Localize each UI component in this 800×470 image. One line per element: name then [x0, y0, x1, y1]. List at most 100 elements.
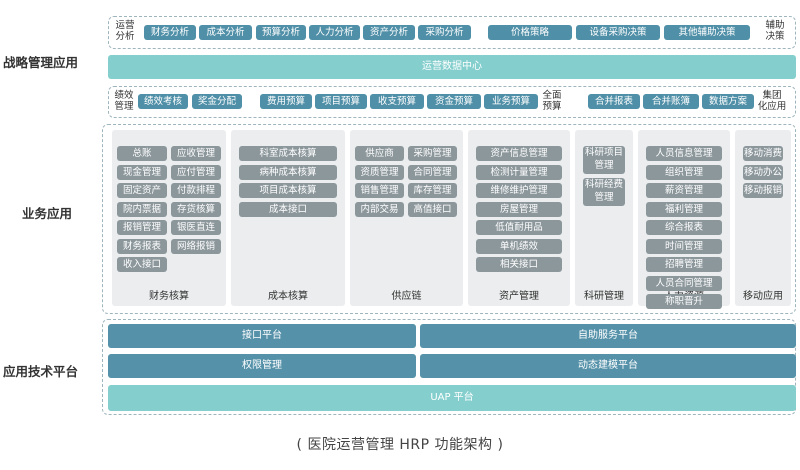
self-service-platform-bar[interactable]: 自助服务平台 — [420, 324, 796, 348]
analysis-tag[interactable]: 采购分析 — [418, 25, 471, 40]
module-tag[interactable]: 总账 — [117, 146, 167, 161]
uap-platform-bar[interactable]: UAP 平台 — [108, 385, 796, 411]
module-tag[interactable]: 招聘管理 — [646, 257, 722, 272]
module-tag[interactable]: 成本接口 — [239, 201, 337, 217]
row-label-business: 业务应用 — [22, 206, 73, 221]
module-tag[interactable]: 低值耐用品 — [476, 220, 562, 235]
performance-tag[interactable]: 绩效考核 — [138, 94, 188, 109]
dynamic-modeling-platform-label: 动态建模平台 — [578, 360, 638, 371]
module-tag[interactable]: 房屋管理 — [476, 201, 562, 217]
module-tag[interactable]: 称职晋升 — [646, 294, 722, 309]
module-tag[interactable]: 综合报表 — [646, 220, 722, 235]
module-tag[interactable]: 维修维护管理 — [476, 183, 562, 198]
module-tag[interactable]: 科研项目管理 — [583, 146, 625, 174]
module-tag[interactable]: 现金管理 — [117, 164, 167, 180]
ops-data-center-bar[interactable]: 运营数据中心 — [108, 55, 796, 79]
decision-tag[interactable]: 其他辅助决策 — [664, 25, 750, 40]
perf-label: 绩效 管理 — [114, 90, 134, 112]
module-tag[interactable]: 固定资产 — [117, 183, 167, 198]
budget-tag[interactable]: 业务预算 — [484, 94, 538, 109]
module-tag[interactable]: 应付管理 — [171, 164, 221, 180]
module-tag[interactable]: 应收管理 — [171, 146, 221, 161]
permission-management-label: 权限管理 — [242, 360, 282, 371]
group-tag[interactable]: 合并账簿 — [643, 94, 699, 109]
module-tag[interactable]: 财务报表 — [117, 238, 167, 254]
module-tag[interactable]: 供应商 — [355, 146, 404, 161]
panel-hr: 人力资源人员信息管理组织管理薪资管理福利管理综合报表时间管理招聘管理人员合同管理… — [638, 130, 730, 309]
panel-finance: 财务核算 总账现金管理固定资产院内票据报销管理财务报表收入接口 应收管理应付管理付款… — [112, 130, 226, 306]
module-tag[interactable]: 移动消费 — [743, 146, 783, 161]
panel-title-supply-chain: 供应链 — [391, 291, 422, 302]
group-label: 集团 化应用 — [757, 90, 787, 112]
module-tag[interactable]: 网络报销 — [171, 238, 221, 254]
strategy-bottom-frame — [108, 86, 796, 118]
budget-tag[interactable]: 收支预算 — [370, 94, 424, 109]
panel-title-cost: 成本核算 — [268, 291, 308, 302]
module-tag[interactable]: 存货核算 — [171, 201, 221, 217]
module-tag[interactable]: 移动报销 — [743, 183, 783, 198]
decision-tag[interactable]: 价格策略 — [488, 25, 572, 40]
module-tag[interactable]: 检测计量管理 — [476, 164, 562, 180]
module-tag[interactable]: 时间管理 — [646, 238, 722, 254]
module-tag[interactable]: 内部交易 — [355, 201, 404, 217]
module-tag[interactable]: 合同管理 — [408, 164, 457, 180]
decision-tag[interactable]: 设备采购决策 — [576, 25, 660, 40]
ops-data-center-label: 运营数据中心 — [422, 61, 482, 72]
group-tag[interactable]: 数据方案 — [702, 94, 754, 109]
group-tag[interactable]: 合并报表 — [588, 94, 640, 109]
module-tag[interactable]: 库存管理 — [408, 183, 457, 198]
business-frame — [102, 124, 796, 314]
interface-platform-bar[interactable]: 接口平台 — [108, 324, 416, 348]
decision-support-label: 辅助 决策 — [765, 20, 785, 42]
performance-tag[interactable]: 奖金分配 — [192, 94, 242, 109]
module-tag[interactable]: 科室成本核算 — [239, 146, 337, 161]
module-tag[interactable]: 院内票据 — [117, 201, 167, 217]
strategy-top-frame — [108, 16, 796, 49]
module-tag[interactable]: 资质管理 — [355, 164, 404, 180]
module-tag[interactable]: 科研经费管理 — [583, 178, 625, 206]
panel-supply-chain: 供应链 供应商资质管理销售管理内部交易 采购管理合同管理库存管理高值接口 — [350, 130, 463, 306]
module-tag[interactable]: 银医直连 — [171, 220, 221, 235]
module-tag[interactable]: 人员合同管理 — [646, 275, 722, 291]
panel-research: 科研管理 科研项目管理科研经费管理 — [575, 130, 633, 306]
module-tag[interactable]: 采购管理 — [408, 146, 457, 161]
interface-platform-label: 接口平台 — [242, 330, 282, 341]
module-tag[interactable]: 福利管理 — [646, 201, 722, 217]
module-tag[interactable]: 项目成本核算 — [239, 183, 337, 198]
panel-title-mobile: 移动应用 — [743, 291, 783, 302]
panel-mobile: 移动应用 移动消费移动办公移动报销 — [735, 130, 791, 306]
analysis-tag[interactable]: 财务分析 — [144, 25, 196, 40]
diagram-caption: ( 医院运营管理 HRP 功能架构 ) — [296, 437, 504, 453]
module-tag[interactable]: 收入接口 — [117, 257, 167, 272]
analysis-tag[interactable]: 预算分析 — [256, 25, 306, 40]
panel-cost: 成本核算 科室成本核算病种成本核算项目成本核算成本接口 — [231, 130, 345, 306]
budget-tag[interactable]: 项目预算 — [315, 94, 367, 109]
self-service-platform-label: 自助服务平台 — [578, 330, 638, 341]
dynamic-modeling-platform-bar[interactable]: 动态建模平台 — [420, 354, 796, 378]
analysis-tag[interactable]: 成本分析 — [199, 25, 252, 40]
module-tag[interactable]: 高值接口 — [408, 201, 457, 217]
module-tag[interactable]: 资产信息管理 — [476, 146, 562, 161]
panel-title-asset: 资产管理 — [499, 291, 539, 302]
budget-tag[interactable]: 费用预算 — [260, 94, 312, 109]
module-tag[interactable]: 病种成本核算 — [239, 164, 337, 180]
module-tag[interactable]: 组织管理 — [646, 164, 722, 180]
analysis-tag[interactable]: 资产分析 — [363, 25, 415, 40]
module-tag[interactable]: 单机绩效 — [476, 238, 562, 254]
analysis-tag[interactable]: 人力分析 — [309, 25, 360, 40]
uap-platform-label: UAP 平台 — [430, 392, 474, 403]
module-tag[interactable]: 报销管理 — [117, 220, 167, 235]
module-tag[interactable]: 相关接口 — [476, 257, 562, 272]
module-tag[interactable]: 付款排程 — [171, 183, 221, 198]
budget-label: 全面 预算 — [542, 90, 562, 112]
module-tag[interactable]: 人员信息管理 — [646, 146, 722, 161]
module-tag[interactable]: 移动办公 — [743, 164, 783, 180]
module-tag[interactable]: 销售管理 — [355, 183, 404, 198]
permission-management-bar[interactable]: 权限管理 — [108, 354, 416, 378]
panel-title-finance: 财务核算 — [149, 291, 189, 302]
panel-asset: 资产管理 资产信息管理检测计量管理维修维护管理房屋管理低值耐用品单机绩效相关接口 — [468, 130, 570, 306]
budget-tag[interactable]: 资金预算 — [427, 94, 481, 109]
ops-analysis-label: 运营 分析 — [115, 20, 135, 42]
module-tag[interactable]: 薪资管理 — [646, 183, 722, 198]
panel-title-research: 科研管理 — [584, 291, 624, 302]
